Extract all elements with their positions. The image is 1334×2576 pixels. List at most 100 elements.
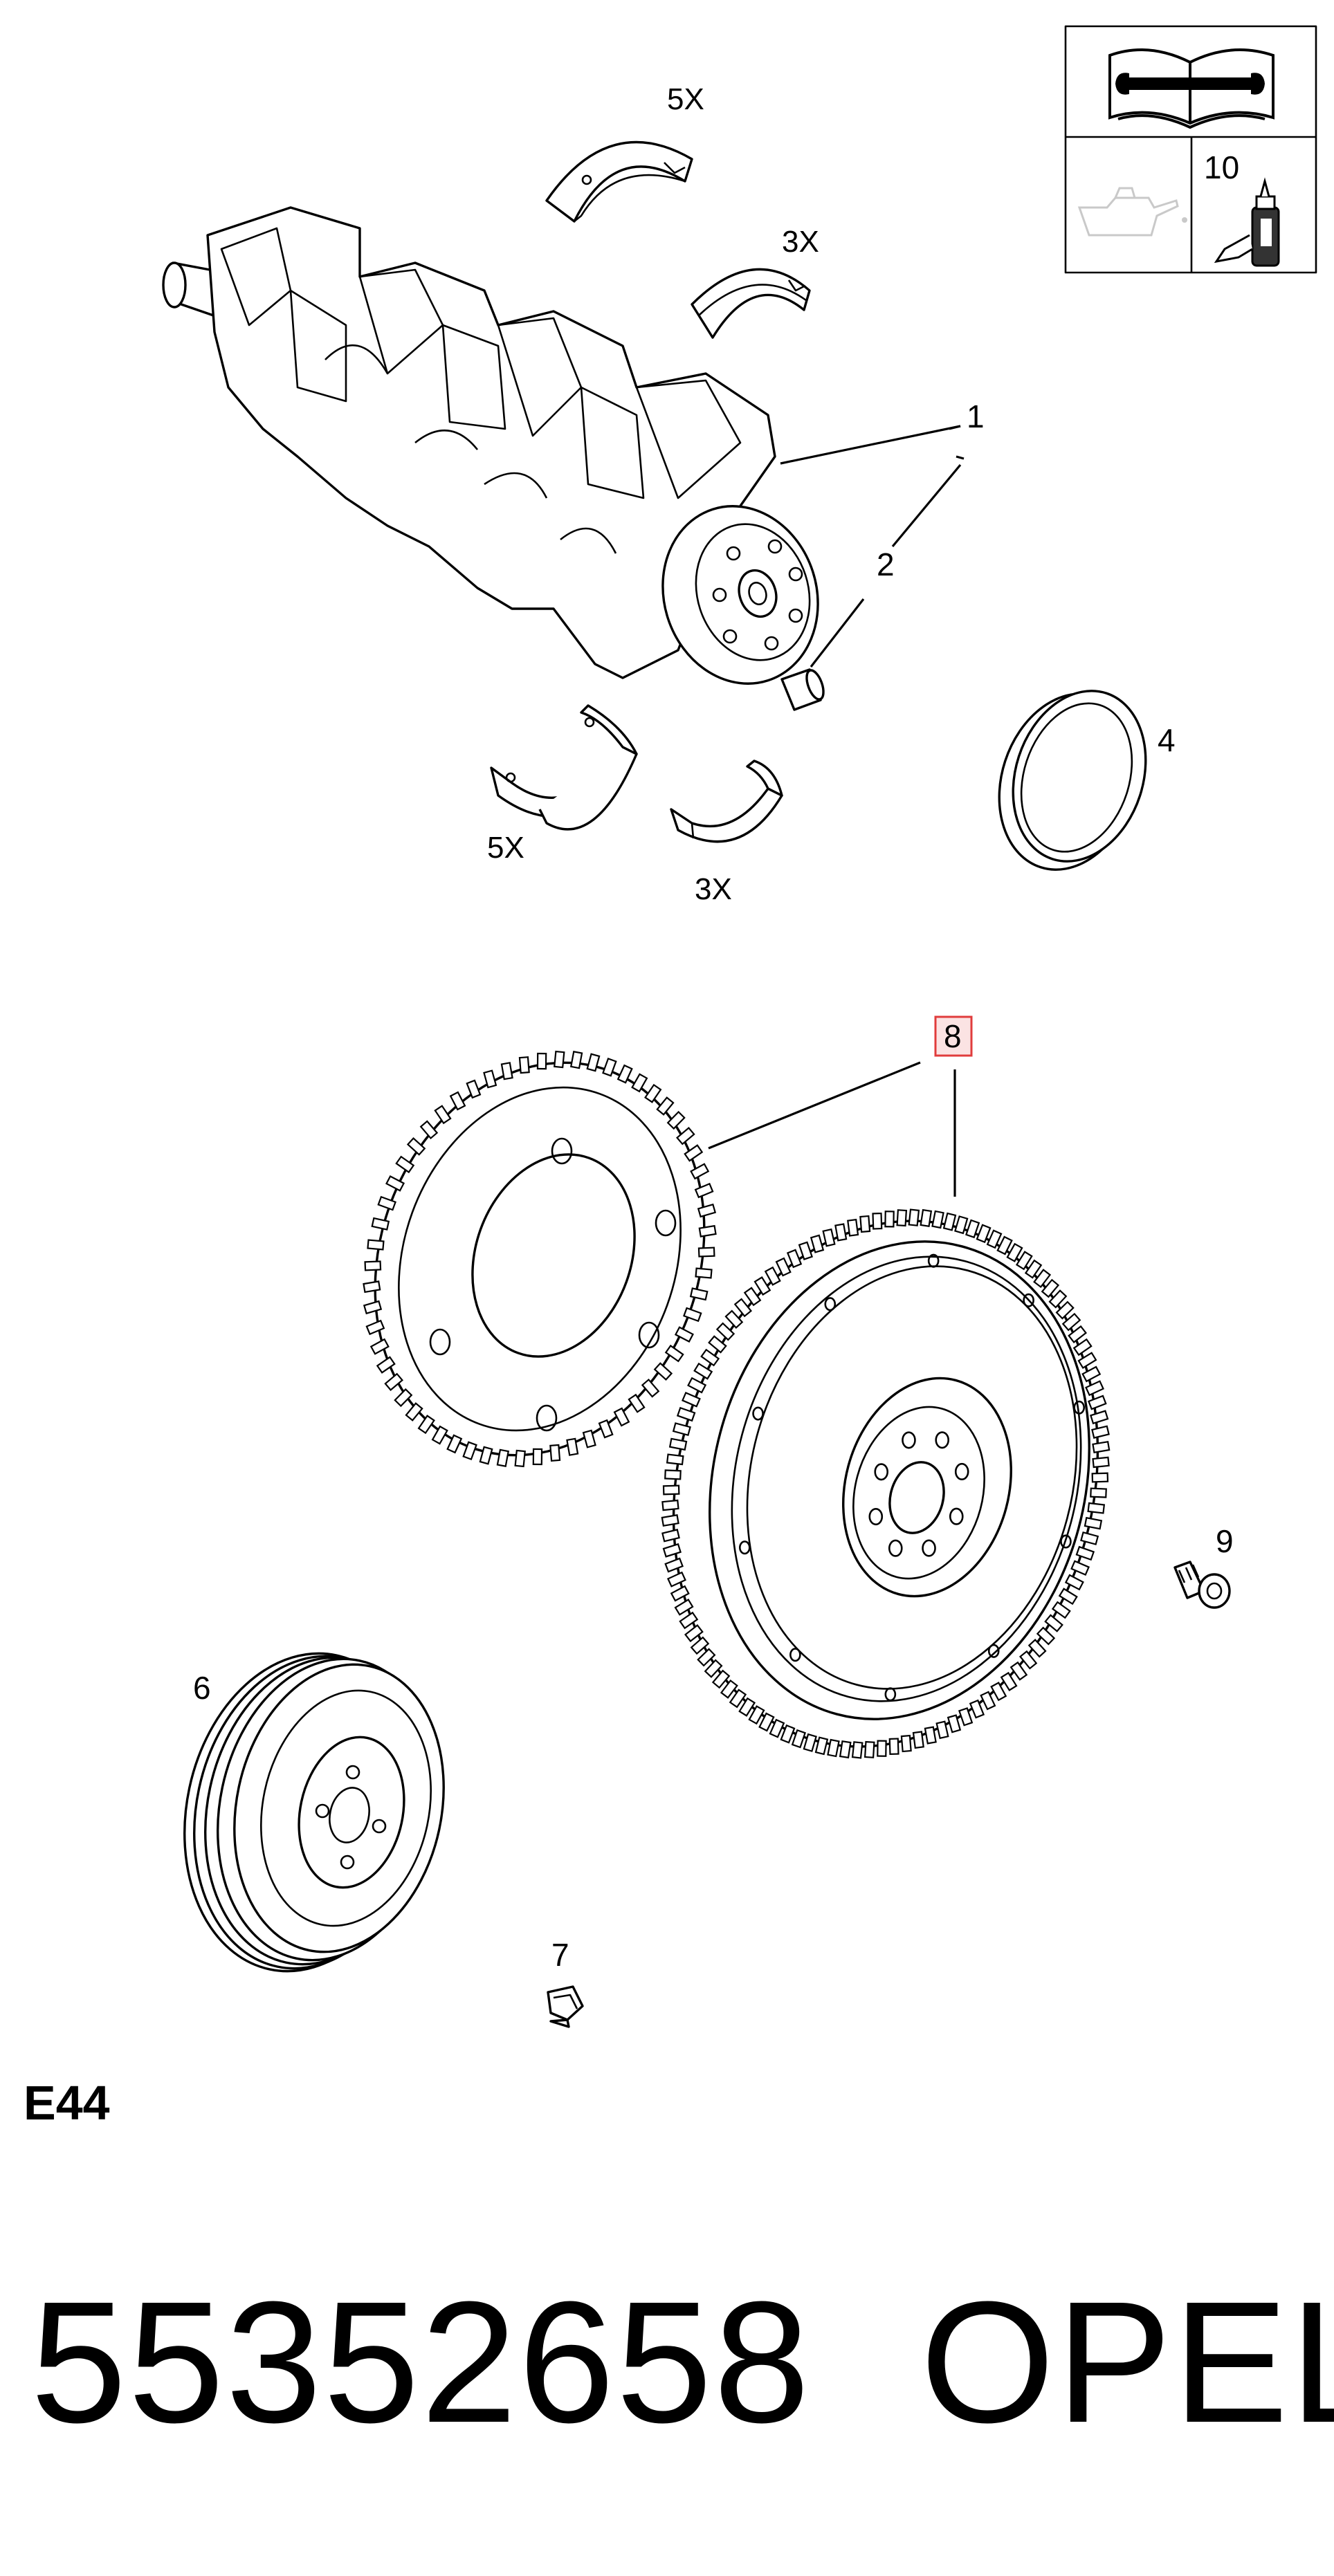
flywheel-tooth [697,1648,716,1667]
flywheel-tooth [743,1287,762,1307]
flywheel-tooth [1000,1671,1018,1691]
reluctor-tooth [566,1437,579,1456]
reluctor-tooth [394,1388,413,1408]
reluctor-tooth [377,1195,396,1211]
flywheel-tooth [1061,1312,1081,1332]
reluctor-tooth [419,1120,439,1140]
flywheel-tooth [679,1611,699,1630]
flywheel-tooth [1090,1487,1107,1498]
flywheel-tooth [758,1712,775,1732]
flywheel-tooth [803,1733,817,1752]
flywheel-tooth [1024,1259,1043,1279]
reluctor-tooth [514,1449,526,1468]
flywheel-bolt-hole [902,1431,916,1449]
reluctor-tooth [384,1372,403,1392]
reluctor-tooth [653,1362,673,1381]
callout-7: 7 [551,1937,569,1973]
crankshaft-seal-ring [998,690,1147,871]
reluctor-tooth [364,1260,382,1271]
flywheel-tooth [847,1218,859,1237]
reluctor-tooth [371,1217,390,1231]
flywheel-bolt-hole [949,1507,964,1525]
flywheel-tooth [888,1738,899,1756]
flywheel-bolt-hole [888,1539,903,1557]
flywheel-tooth [682,1392,701,1408]
flywheel-tooth [990,1682,1007,1702]
flywheel-tooth [704,1659,723,1678]
reluctor-tooth [689,1287,709,1301]
flywheel-rim-dot [1023,1293,1034,1307]
flywheel-tooth [935,1720,949,1740]
flywheel-tooth [976,1224,992,1244]
flywheel-rim-dot [789,1648,801,1662]
flywheel-bolt-hole [874,1463,889,1481]
flywheel-bolt-hole [868,1507,884,1526]
upper-conrod-bearing-shell [691,268,811,339]
flywheel-tooth [693,1362,713,1380]
flywheel-tooth [1085,1380,1104,1397]
qty-upper-conrod-bearing: 3X [782,225,819,259]
oil-can-icon [1077,187,1187,237]
reluctor-tooth [395,1155,415,1174]
flywheel-rim-dot [884,1687,897,1702]
reluctor-tooth [500,1062,513,1080]
flywheel-tooth [664,1469,682,1480]
reluctor-tooth [466,1079,482,1099]
flywheel-tooth [764,1266,781,1286]
flywheel-tooth [1091,1425,1110,1439]
reluctor-tooth [690,1163,710,1180]
flywheel-rim-dot [752,1406,764,1421]
brand-name: OPEL [920,2265,1334,2458]
reluctor-tooth [641,1378,660,1398]
reluctor-tooth [644,1083,662,1103]
reluctor-tooth [582,1429,596,1448]
flywheel-tooth [1092,1456,1110,1469]
flywheel-tooth [980,1691,996,1711]
flywheel-tooth [1009,1661,1028,1681]
reluctor-tooth [697,1246,715,1258]
flywheel-tooth [1072,1338,1093,1356]
callout-6: 6 [193,1670,211,1706]
flywheel-tooth [662,1543,682,1558]
flywheel-tooth [780,1724,796,1744]
flywheel-tooth [662,1484,680,1496]
reluctor-tooth [483,1069,497,1089]
reluctor-tooth [676,1126,695,1146]
flywheel-tooth [986,1229,1003,1249]
reluctor-tooth [385,1175,405,1192]
flywheel-tooth [1081,1365,1102,1383]
flywheel-rim-dot [1073,1400,1086,1415]
flywheel-tooth [1015,1251,1033,1271]
flywheel-tooth [729,1689,747,1709]
flywheel-bolt-hole [922,1539,936,1557]
flywheel [661,1208,1111,1759]
flywheel-tooth [1033,1269,1052,1289]
reluctor-tooth [684,1144,704,1162]
callout-4: 4 [1158,722,1176,758]
reluctor-tooth [518,1056,530,1074]
flywheel-tooth [969,1699,985,1719]
flywheel-rim-dot [1060,1534,1072,1549]
flywheel-tooth [674,1598,694,1616]
flywheel-tooth [822,1228,836,1247]
section-code: E44 [24,2076,110,2130]
qty-lower-conrod-bearing: 3X [695,872,732,906]
reluctor-tooth [496,1448,510,1467]
dowel-pin [780,668,825,711]
sealant-bottle-icon [1214,177,1280,267]
flywheel-tooth [1006,1242,1023,1262]
flywheel-rim-dot [927,1253,940,1268]
flywheel-tooth [1051,1601,1071,1619]
reluctor-tooth [369,1338,390,1355]
callout-9: 9 [1216,1523,1234,1559]
reluctor-tooth [449,1091,466,1111]
flywheel-tooth [1058,1588,1078,1606]
flywheel-tooth [661,1499,679,1511]
reluctor-tooth [631,1073,648,1093]
flywheel-tooth [684,1624,704,1643]
pulley-bolt [547,1985,584,2028]
callout-8: 8 [944,1018,962,1054]
reluctor-tooth [586,1053,601,1072]
flywheel-tooth [834,1223,848,1242]
reluctor-tooth [417,1415,435,1435]
